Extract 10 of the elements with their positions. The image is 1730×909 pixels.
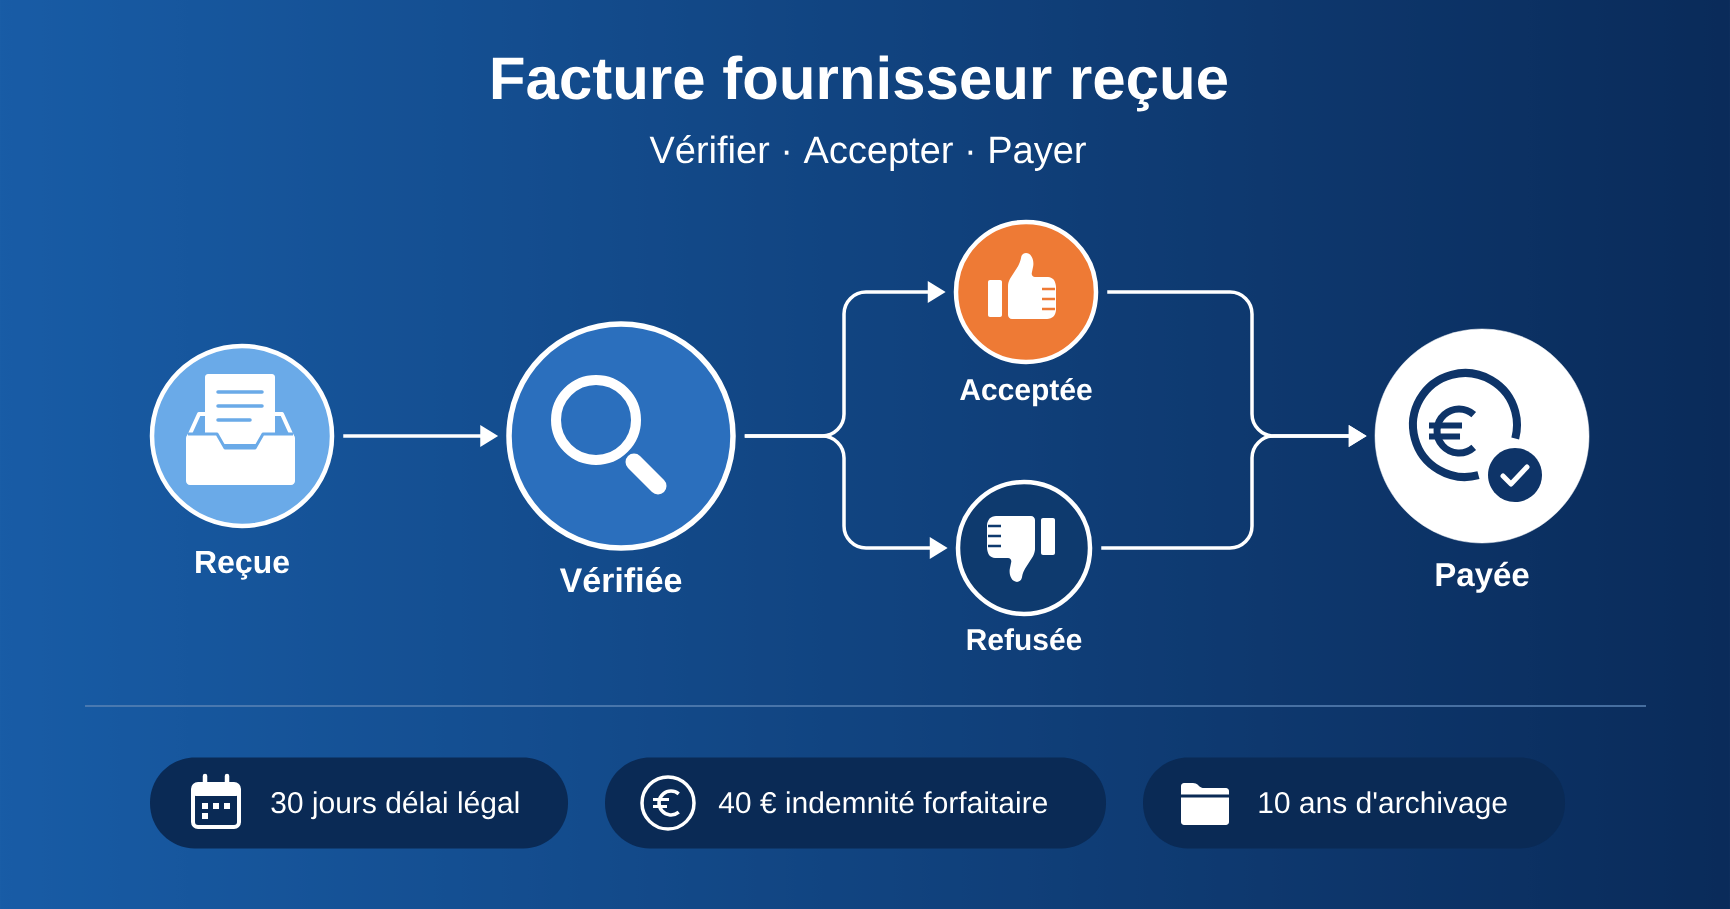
step-label: Payée [1436, 561, 1529, 593]
step-label: Acceptée [960, 378, 1092, 407]
info-pill: 10 ans d'archivage [1143, 757, 1565, 849]
step-label: Vérifiée [559, 567, 682, 593]
title: Facture fournisseur reçue [492, 55, 1227, 112]
step-label: Refusée [967, 628, 1082, 651]
info-pill: 40 € indemnité forfaitaire [605, 757, 1106, 849]
info-pill: 30 jours délai légal [150, 757, 568, 849]
step-label: Reçue [196, 551, 289, 580]
subtitle: Vérifier · Accepter · Payer [649, 135, 1086, 171]
